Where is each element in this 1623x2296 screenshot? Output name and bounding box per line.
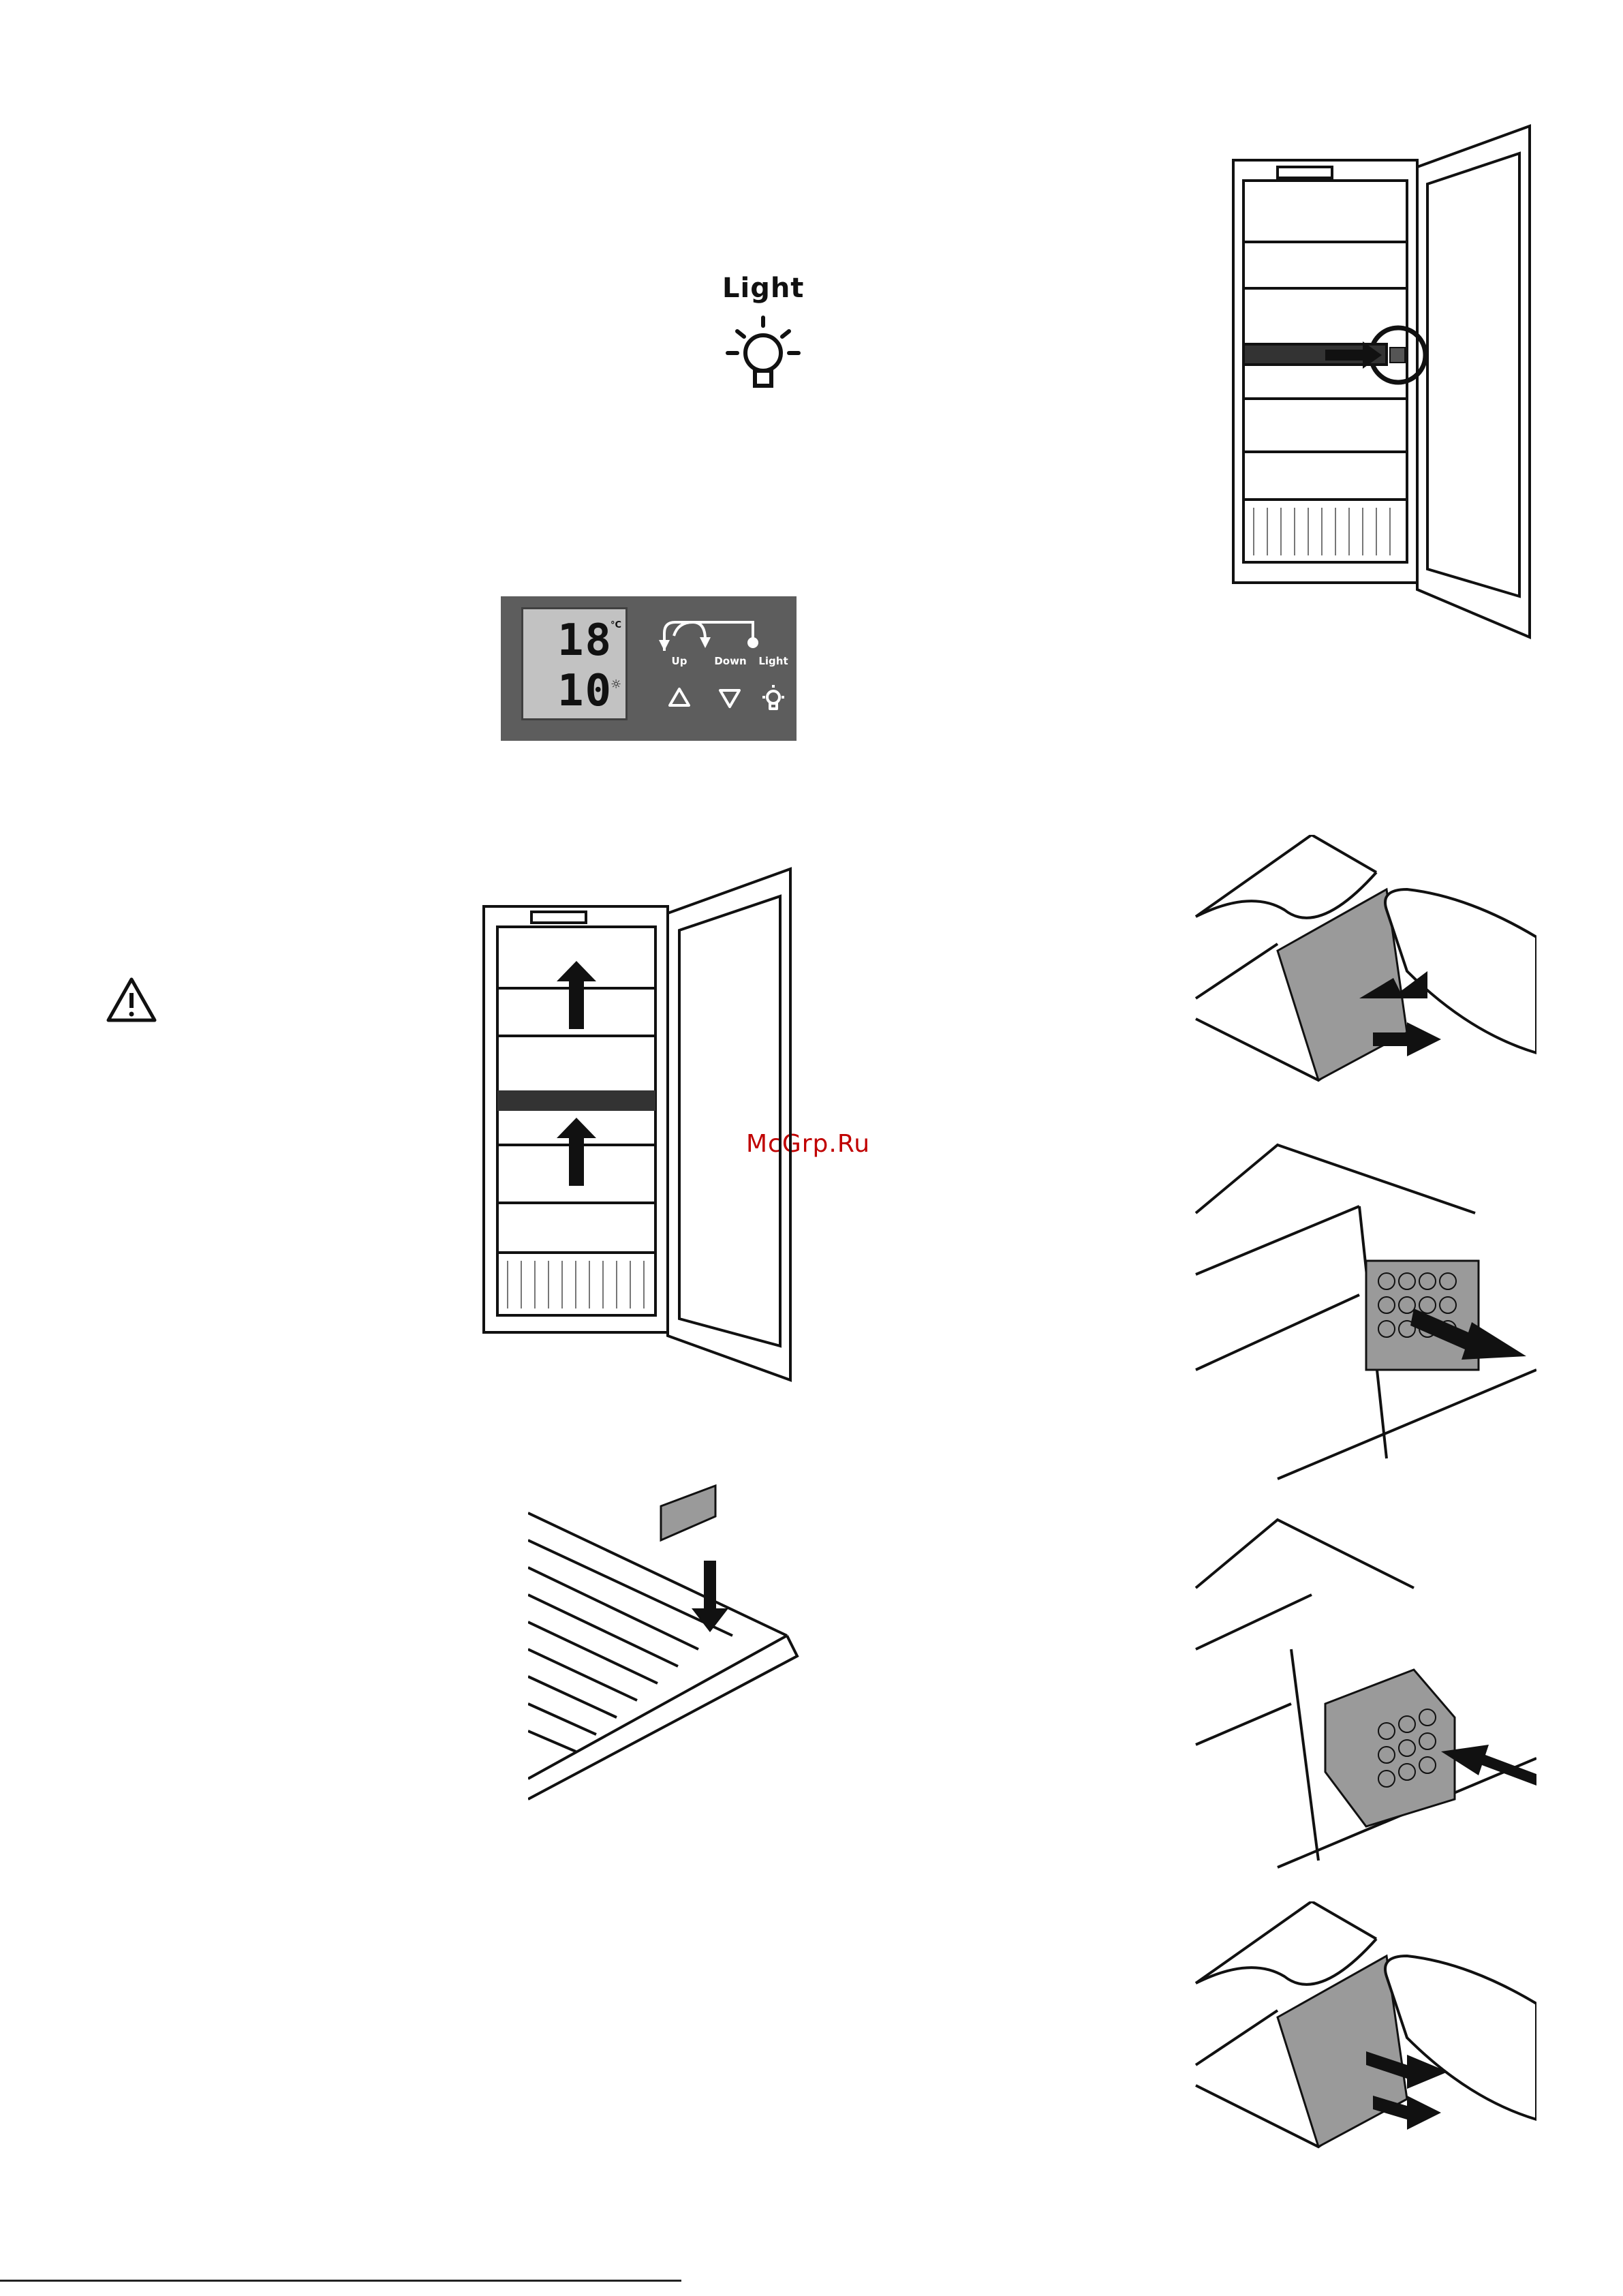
fridge-shelves-illustration: [480, 866, 801, 1383]
button-label-up: Up: [659, 655, 700, 667]
display-temperature: 18: [557, 619, 613, 662]
footer-divider: [0, 2280, 681, 2282]
filter-step-1-illustration: [1182, 835, 1536, 1135]
control-panel: 18 °C 10 ☼ Up Down Light: [501, 596, 797, 741]
filter-step-4-illustration: [1182, 1901, 1536, 2201]
light-bulb-icon: ☼: [610, 677, 621, 692]
light-caption: Light: [722, 273, 804, 304]
fridge-light-switch-illustration: [1220, 119, 1547, 644]
light-bulb-icon: [724, 312, 803, 394]
button-label-light: Light: [753, 655, 794, 667]
warning-triangle-icon: [106, 977, 157, 1023]
temperature-unit: °C: [610, 620, 621, 630]
panel-buttons: [659, 682, 788, 716]
lcd-display: 18 °C 10 ☼: [521, 607, 628, 720]
display-second-value: 10: [557, 669, 613, 713]
filter-step-2-illustration: [1182, 1138, 1536, 1493]
triangle-up-icon: [670, 689, 689, 705]
light-bulb-icon: [762, 685, 784, 709]
triangle-down-icon: [720, 690, 739, 707]
filter-step-3-illustration: [1182, 1513, 1536, 1881]
button-linkage-arrows: [651, 613, 787, 660]
button-label-down: Down: [710, 655, 751, 667]
shelf-clip-illustration: [528, 1479, 801, 1833]
